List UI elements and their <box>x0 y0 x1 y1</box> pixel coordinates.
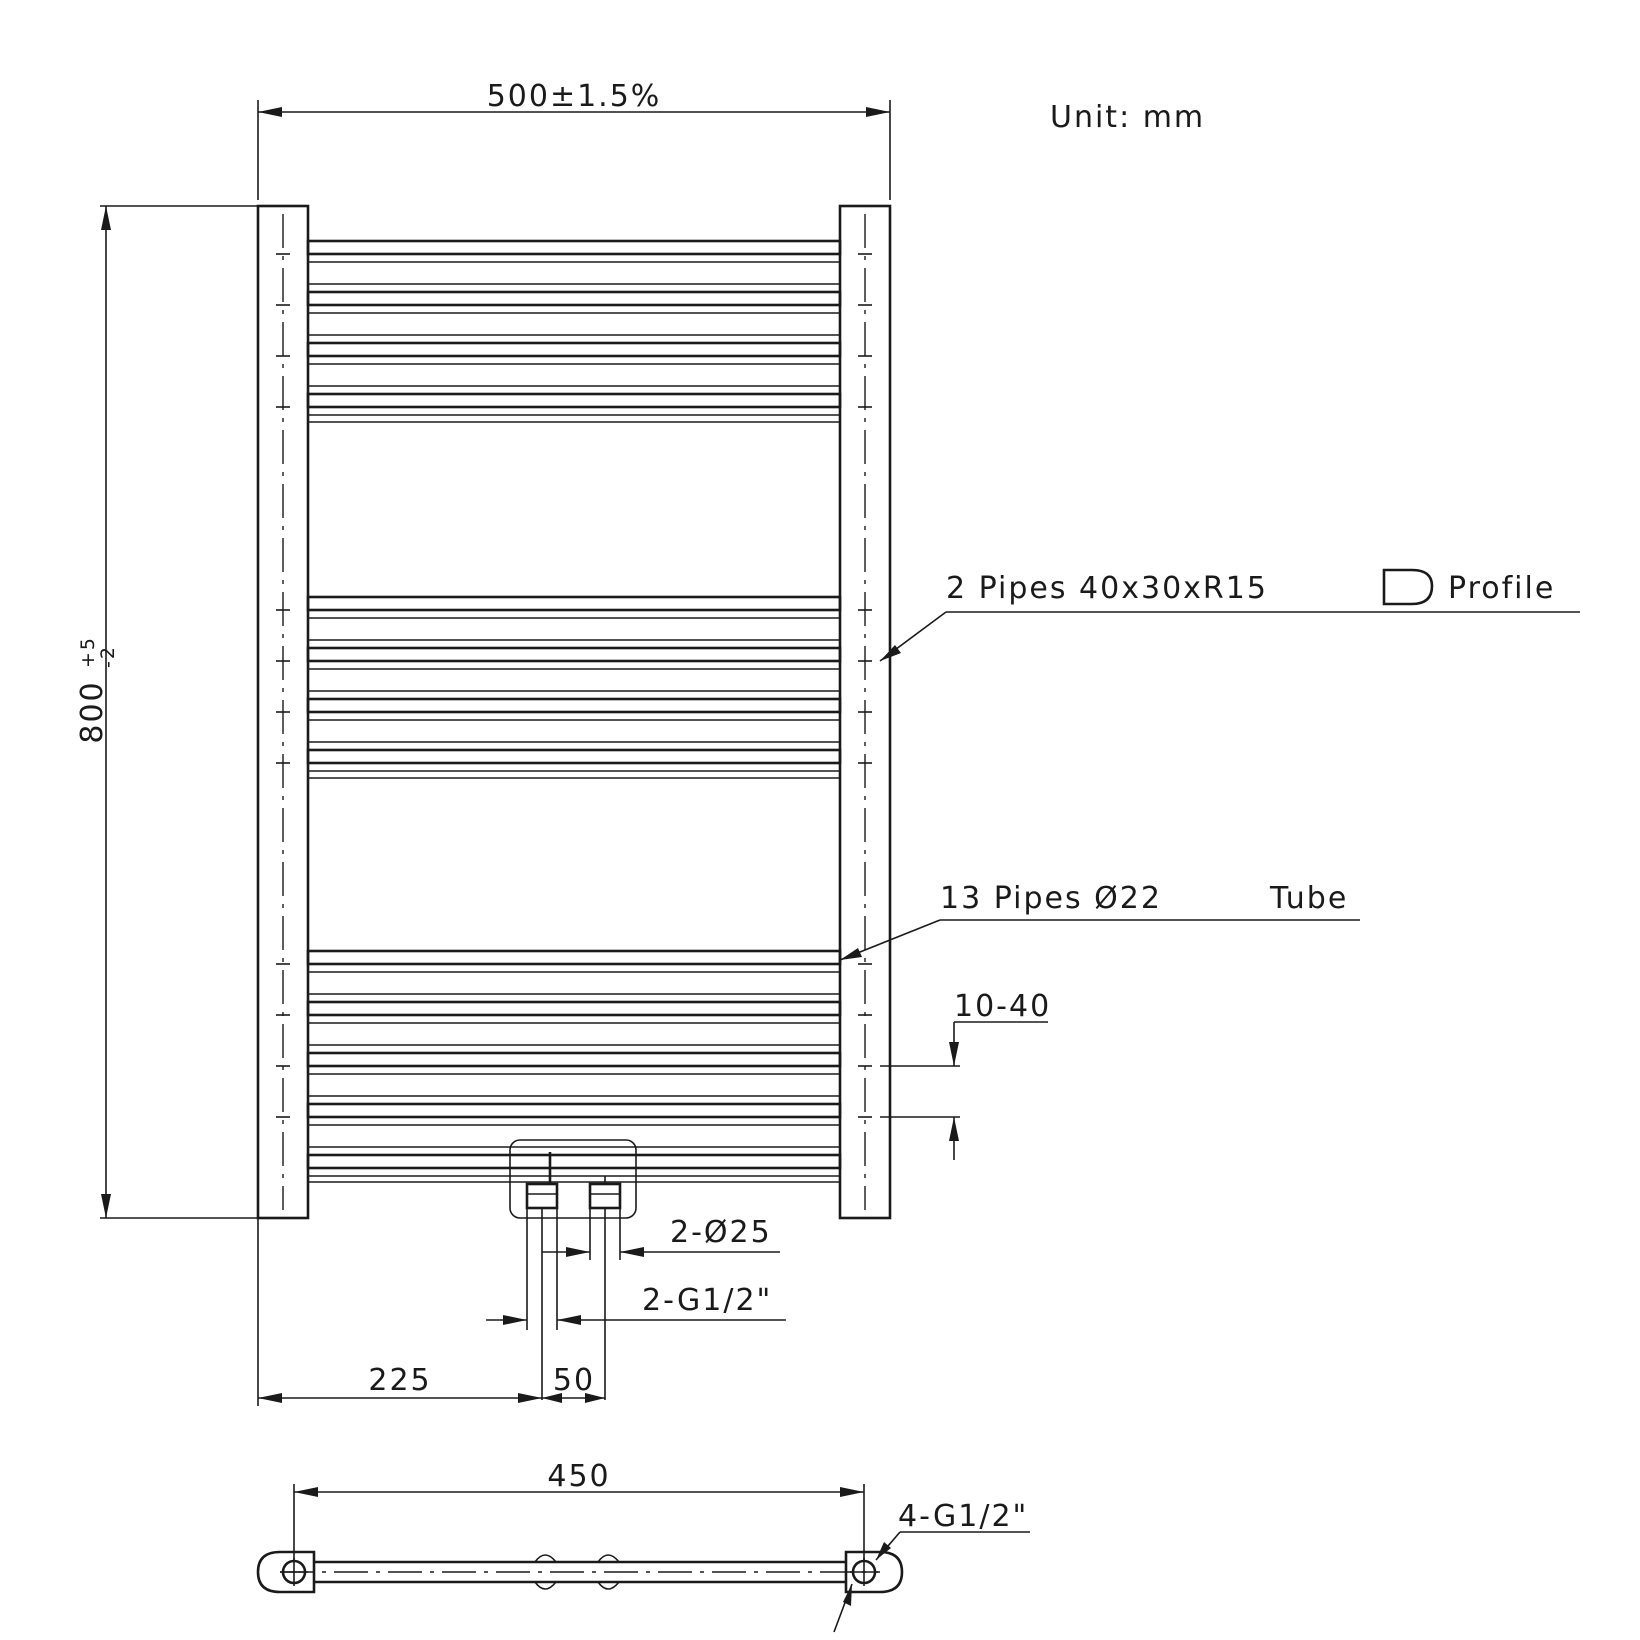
tube-label: Tube <box>1269 881 1348 916</box>
bracket-thread-label: 4-G1/2" <box>898 1499 1028 1534</box>
column-center-marks <box>276 253 872 1118</box>
horizontal-pipe-callout: 13 Pipes Ø22 Tube <box>839 881 1360 961</box>
horizontal-pipes-label: 13 Pipes Ø22 <box>940 881 1162 916</box>
inlet-thread-label: 2-G1/2" <box>642 1283 772 1318</box>
bar-gap-label: 10-40 <box>954 989 1051 1024</box>
inlet-spacing-label: 50 <box>553 1363 595 1398</box>
top-bar-group <box>306 239 842 423</box>
inlet-valve-block <box>509 1139 637 1219</box>
overall-height-tolerance-minus: -2 <box>97 645 119 668</box>
middle-bar-group <box>306 595 842 779</box>
d-profile-icon <box>1382 568 1434 606</box>
bar-gap-dimension: 10-40 <box>880 989 1051 1160</box>
profile-label: Profile <box>1448 571 1555 606</box>
bottom-bar-group <box>306 949 842 1183</box>
unit-label: Unit: mm <box>1050 100 1205 135</box>
inlet-dimensions: 2-Ø25 2-G1/2" 225 50 <box>257 1208 786 1406</box>
bracket-spacing-label: 450 <box>547 1459 610 1494</box>
offset-left-label: 225 <box>368 1363 431 1398</box>
overall-height-label: 800 <box>75 680 110 743</box>
overall-height-tolerance-plus: +5 <box>77 636 99 668</box>
vertical-pipe-callout: 2 Pipes 40x30xR15 Profile <box>879 568 1580 662</box>
vertical-pipes-label: 2 Pipes 40x30xR15 <box>946 571 1268 606</box>
radiator-top-view: 450 4-G1/2" <box>256 1459 1030 1633</box>
inlet-diameter-label: 2-Ø25 <box>670 1215 772 1250</box>
overall-width-dimension: 500±1.5% <box>257 79 891 200</box>
overall-width-label: 500±1.5% <box>487 79 662 114</box>
overall-height-dimension: 800 +5 -2 <box>75 205 258 1219</box>
radiator-front-view <box>256 204 892 1220</box>
